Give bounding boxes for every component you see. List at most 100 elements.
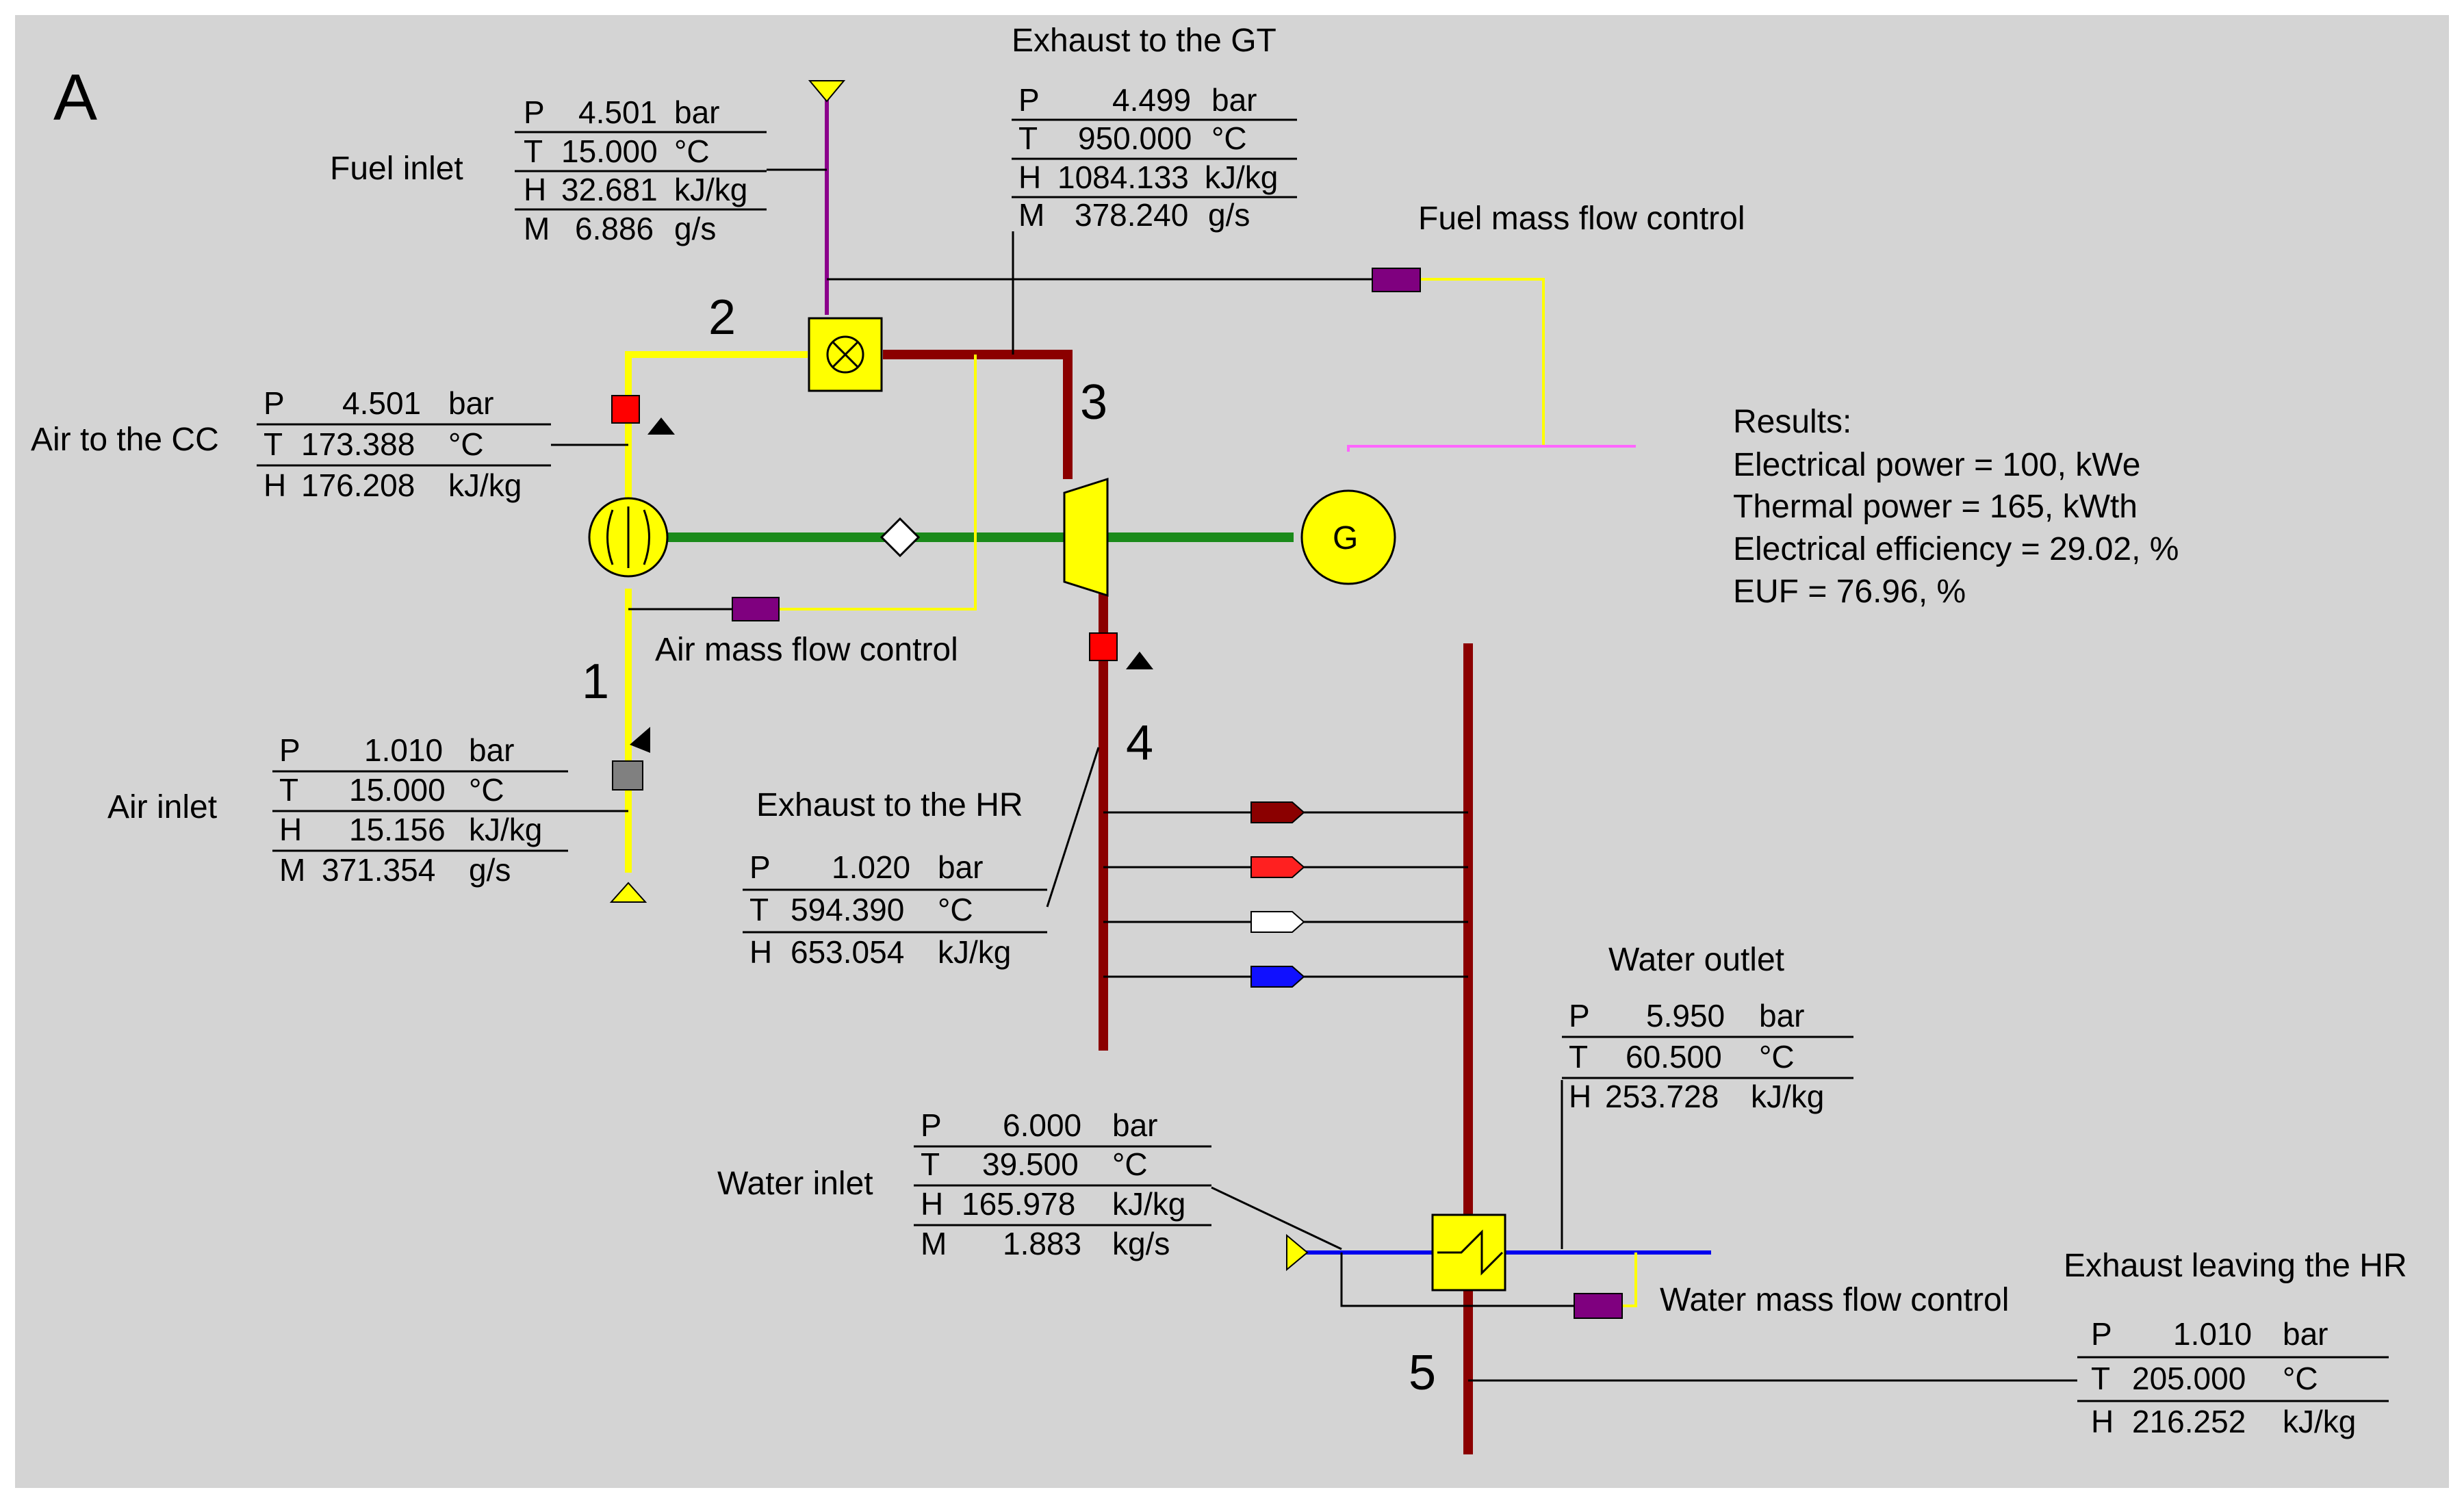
water-inlet-label: Water inlet xyxy=(717,1166,873,1202)
state-key: P xyxy=(524,94,545,130)
air-inlet-valve-actuator-icon xyxy=(630,727,650,753)
state-value: 216.252 xyxy=(2132,1404,2246,1439)
node-number: 3 xyxy=(1080,375,1107,430)
hr-heat-arrows xyxy=(1250,801,1305,988)
state-key: P xyxy=(1018,82,1040,118)
water-signal-line xyxy=(1340,1252,1574,1307)
state-key: H xyxy=(749,934,772,970)
exhaust-valve-icon xyxy=(1089,632,1118,661)
state-unit: bar xyxy=(1211,82,1257,118)
state-key: M xyxy=(1018,197,1044,233)
state-unit: bar xyxy=(2283,1316,2328,1352)
heat-arrow-icon xyxy=(1250,856,1305,878)
exhaust-leaving-hr-state-table: P 1.010 bar T 205.000 °C H 216.252 kJ/kg xyxy=(2077,1316,2389,1439)
air-signal-line-b xyxy=(779,355,977,611)
state-value: 4.501 xyxy=(342,385,421,421)
diagram-background xyxy=(15,15,2449,1488)
state-key: H xyxy=(1018,159,1041,195)
air-to-cc-label: Air to the CC xyxy=(31,422,219,458)
fuel-inlet-arrow-icon xyxy=(808,80,846,103)
state-unit: g/s xyxy=(1208,197,1250,233)
heat-arrow-icon xyxy=(1250,801,1305,823)
state-unit: bar xyxy=(448,385,493,421)
fuel-inlet-state-table: P 4.501 bar T 15.000 °C H 32.681 kJ/kg M… xyxy=(515,94,767,246)
panel-letter: A xyxy=(53,61,97,134)
state-unit: kJ/kg xyxy=(448,467,522,503)
node-number: 4 xyxy=(1126,716,1153,771)
state-key: T xyxy=(524,133,543,169)
state-unit: °C xyxy=(469,772,504,808)
generator-signal-line xyxy=(1347,445,1636,452)
heat-arrow-icon xyxy=(1250,911,1305,933)
state-key: H xyxy=(1569,1079,1591,1114)
state-value: 60.500 xyxy=(1626,1039,1722,1075)
water-inlet-leader xyxy=(1211,1186,1342,1250)
state-unit: kJ/kg xyxy=(674,172,747,207)
state-key: P xyxy=(1569,998,1590,1033)
air-mass-flow-control-label: Air mass flow control xyxy=(655,632,958,668)
water-inlet-arrow-icon xyxy=(1286,1233,1309,1272)
state-unit: bar xyxy=(1759,998,1804,1033)
air-inlet-label: Air inlet xyxy=(107,789,217,825)
fuel-inlet-label: Fuel inlet xyxy=(330,151,463,187)
state-value: 6.886 xyxy=(575,211,654,246)
heat-exchanger-coil-icon xyxy=(1437,1229,1504,1276)
state-unit: kJ/kg xyxy=(469,812,542,847)
results-euf: EUF = 76.96, % xyxy=(1733,574,1966,610)
state-unit: °C xyxy=(1759,1039,1795,1075)
water-inlet-state-table: P 6.000 bar T 39.500 °C H 165.978 kJ/kg … xyxy=(914,1107,1211,1261)
state-value: 1.883 xyxy=(1003,1226,1081,1261)
state-unit: bar xyxy=(1112,1107,1157,1143)
water-mass-flow-control-label: Water mass flow control xyxy=(1660,1282,2009,1318)
state-key: M xyxy=(921,1226,947,1261)
results-panel: Results: Electrical power = 100, kWe The… xyxy=(1733,404,2179,610)
state-key: T xyxy=(2091,1361,2110,1396)
state-unit: kJ/kg xyxy=(1751,1079,1824,1114)
state-key: T xyxy=(264,426,283,462)
results-electrical-power: Electrical power = 100, kWe xyxy=(1733,447,2140,483)
state-unit: °C xyxy=(1112,1146,1148,1182)
state-unit: bar xyxy=(938,849,983,885)
state-value: 1084.133 xyxy=(1057,159,1189,195)
state-value: 1.020 xyxy=(832,849,910,885)
state-unit: bar xyxy=(469,732,514,768)
air-inlet-valve-icon xyxy=(612,760,643,791)
state-value: 371.354 xyxy=(322,852,435,888)
state-value: 1.010 xyxy=(2173,1316,2252,1352)
state-unit: kJ/kg xyxy=(1205,159,1278,195)
results-title: Results: xyxy=(1733,404,1851,440)
state-key: P xyxy=(749,849,771,885)
state-value: 1.010 xyxy=(364,732,443,768)
fuel-mass-flow-control-label: Fuel mass flow control xyxy=(1418,201,1745,237)
water-signal-line-b xyxy=(1622,1252,1637,1307)
state-unit: kJ/kg xyxy=(1112,1186,1185,1222)
exhaust-to-gt-label: Exhaust to the GT xyxy=(1012,23,1276,59)
state-value: 205.000 xyxy=(2132,1361,2246,1396)
state-key: H xyxy=(279,812,302,847)
state-key: T xyxy=(1018,120,1038,156)
state-value: 173.388 xyxy=(301,426,415,462)
compressor-blade-icon xyxy=(606,506,650,568)
state-key: T xyxy=(749,892,769,927)
state-value: 176.208 xyxy=(301,467,415,503)
state-key: P xyxy=(921,1107,942,1143)
state-value: 4.499 xyxy=(1112,82,1191,118)
generator-symbol: G xyxy=(1333,520,1358,556)
fuel-signal-line-b xyxy=(1420,278,1545,446)
exhaust-to-gt-state-table: P 4.499 bar T 950.000 °C H 1084.133 kJ/k… xyxy=(1012,82,1297,233)
state-unit: °C xyxy=(938,892,973,927)
state-value: 39.500 xyxy=(982,1146,1079,1182)
state-value: 950.000 xyxy=(1078,120,1192,156)
state-unit: bar xyxy=(674,94,719,130)
exhaust-valve-actuator-icon xyxy=(1126,652,1153,669)
air-inlet-arrow-icon xyxy=(609,882,647,903)
state-value: 653.054 xyxy=(791,934,904,970)
gas-turbine-icon xyxy=(1063,477,1109,598)
combustion-chamber-cross-b xyxy=(832,341,859,368)
hot-gas-pipe xyxy=(883,350,1073,479)
state-value: 378.240 xyxy=(1075,197,1188,233)
state-key: H xyxy=(524,172,546,207)
state-unit: g/s xyxy=(469,852,511,888)
state-key: H xyxy=(921,1186,943,1222)
state-key: P xyxy=(264,385,285,421)
